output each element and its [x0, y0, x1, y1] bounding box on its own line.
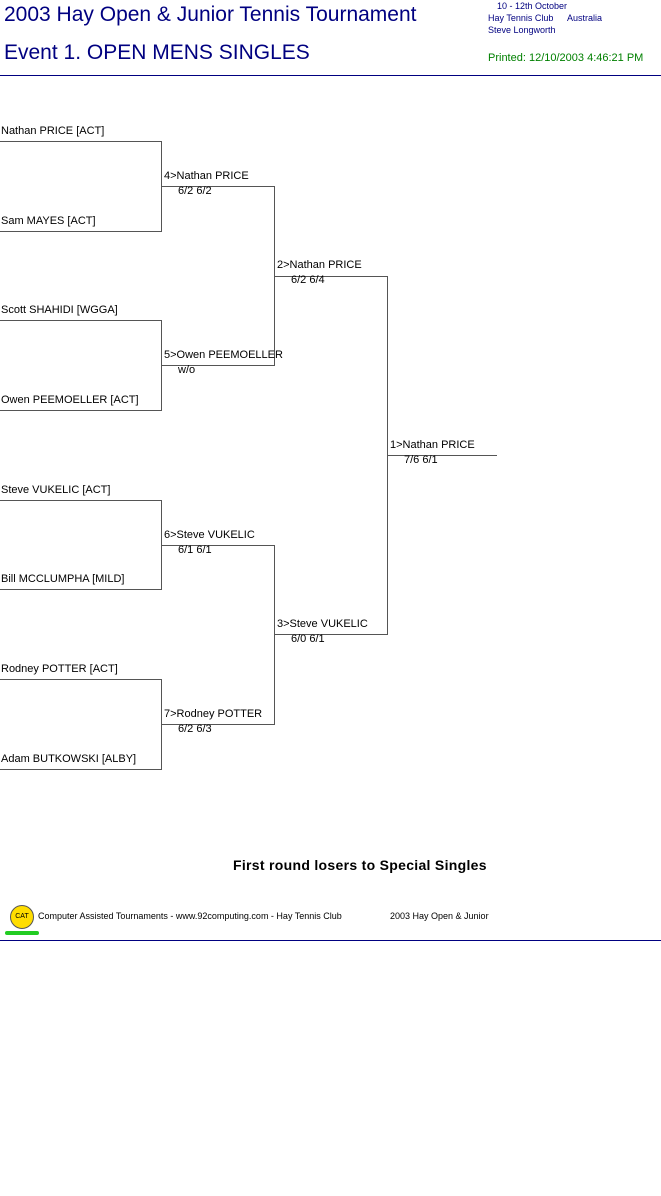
player-r1-5: Steve VUKELIC [ACT] — [1, 484, 111, 496]
score-r3-1: 6/2 6/4 — [291, 274, 325, 286]
footer-rule — [0, 940, 661, 941]
score-r2-1: 6/2 6/2 — [178, 185, 212, 197]
winner-r2-3: 6>Steve VUKELIC — [164, 529, 255, 541]
event-title: Event 1. OPEN MENS SINGLES — [4, 41, 310, 64]
score-r3-2: 6/0 6/1 — [291, 633, 325, 645]
header-rule — [0, 75, 661, 76]
player-r1-6: Bill MCCLUMPHA [MILD] — [1, 573, 125, 585]
footer-event: 2003 Hay Open & Junior — [390, 911, 489, 921]
player-r1-8: Adam BUTKOWSKI [ALBY] — [1, 753, 137, 765]
score-r2-2: w/o — [178, 364, 196, 376]
winner-r2-4: 7>Rodney POTTER — [164, 708, 263, 720]
player-r1-7: Rodney POTTER [ACT] — [1, 663, 118, 675]
player-r1-4: Owen PEEMOELLER [ACT] — [1, 394, 139, 406]
tournament-title: 2003 Hay Open & Junior Tennis Tournament — [4, 3, 417, 26]
winner-r2-2: 5>Owen PEEMOELLER — [164, 349, 283, 361]
tournament-dates: 10 - 12th October — [497, 1, 568, 11]
winner-r3-1: 2>Nathan PRICE — [277, 259, 362, 271]
winner-r3-2: 3>Steve VUKELIC — [277, 618, 368, 630]
player-r1-3: Scott SHAHIDI [WGGA] — [1, 304, 118, 316]
champion: 1>Nathan PRICE — [390, 439, 475, 451]
printed-timestamp: Printed: 12/10/2003 4:46:21 PM — [488, 52, 644, 64]
country: Australia — [567, 13, 603, 23]
score-r2-4: 6/2 6/3 — [178, 723, 212, 735]
bracket-line-r3 — [274, 276, 388, 635]
logo-swoosh — [5, 931, 39, 935]
draw-note: First round losers to Special Singles — [233, 857, 487, 873]
cat-logo: CAT — [10, 905, 34, 929]
final-score: 7/6 6/1 — [404, 454, 438, 466]
bracket-line-r2-m1 — [161, 186, 275, 366]
venue: Hay Tennis Club — [488, 13, 554, 23]
organiser: Steve Longworth — [488, 25, 556, 35]
player-r1-2: Sam MAYES [ACT] — [1, 215, 96, 227]
player-r1-1: Nathan PRICE [ACT] — [1, 125, 105, 137]
winner-r2-1: 4>Nathan PRICE — [164, 170, 249, 182]
footer-credit: Computer Assisted Tournaments - www.92co… — [38, 911, 342, 921]
bracket-line-r2-m2 — [161, 545, 275, 725]
draw-bracket-lines — [0, 141, 497, 770]
score-r2-3: 6/1 6/1 — [178, 544, 212, 556]
